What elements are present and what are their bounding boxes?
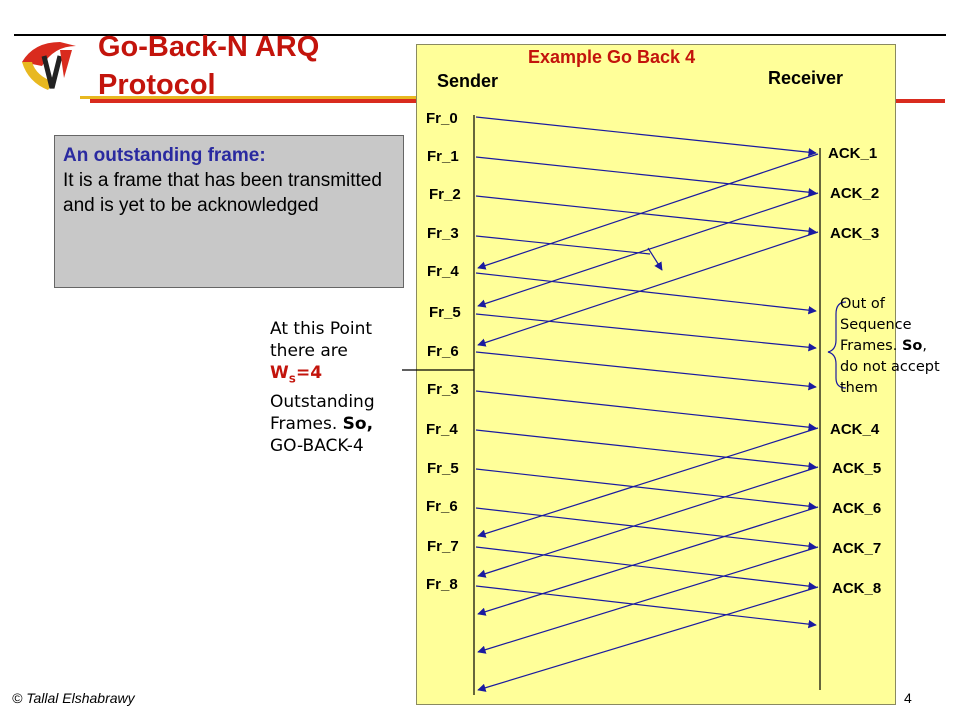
- header-rule-accent-gold: [80, 96, 420, 99]
- note-line-5-b: So,: [342, 414, 374, 435]
- frame-arrow: [475, 507, 817, 551]
- sender-frame-label: Fr_4: [426, 421, 458, 438]
- definition-title: An outstanding frame:: [63, 145, 266, 166]
- frame-arrow: [475, 546, 817, 591]
- receiver-ack-label: ACK_2: [830, 185, 879, 202]
- sender-frame-label: Fr_3: [427, 381, 459, 398]
- ack-arrow: [477, 546, 819, 654]
- sender-frame-label: Fr_6: [427, 343, 459, 360]
- frame-arrow: [475, 116, 817, 157]
- oos-line-3-a: Frames.: [840, 338, 902, 354]
- frame-arrow: [475, 585, 817, 629]
- university-logo-icon: [22, 42, 76, 90]
- sender-frame-label: Fr_3: [427, 225, 459, 242]
- window-size-symbol: W: [270, 363, 289, 383]
- sender-frame-label: Fr_5: [429, 304, 461, 321]
- frame-arrow: [475, 429, 817, 471]
- ack-arrow: [477, 586, 819, 692]
- ack-arrow: [477, 466, 819, 578]
- ack-arrow: [477, 153, 819, 270]
- slide-title-line-1: Go-Back-N ARQ: [98, 31, 320, 63]
- definition-body: It is a frame that has been transmitted …: [63, 170, 382, 216]
- sender-frame-label: Fr_5: [427, 460, 459, 477]
- frame-arrow: [475, 272, 817, 315]
- sender-label: Sender: [437, 71, 498, 91]
- header-rule-top: [14, 34, 946, 36]
- out-of-sequence-brace: [827, 301, 847, 389]
- sender-frame-label: Fr_2: [429, 186, 461, 203]
- sender-frame-label: Fr_7: [427, 538, 459, 555]
- ack-arrow: [477, 231, 819, 347]
- receiver-ack-label: ACK_3: [830, 225, 879, 242]
- ack-arrow: [477, 427, 819, 538]
- oos-line-2: Sequence: [840, 317, 912, 333]
- sender-frame-label: Fr_6: [426, 498, 458, 515]
- sender-frame-label: Fr_8: [426, 576, 458, 593]
- note-line-4: Outstanding: [270, 392, 375, 413]
- oos-line-3: Frames. So,: [840, 336, 940, 357]
- oos-line-3-b: So: [901, 338, 923, 354]
- window-size-line: WS=4: [270, 362, 375, 391]
- ack-arrow: [477, 506, 819, 616]
- note-line-5-a: Frames.: [270, 414, 343, 435]
- frame-arrow: [475, 195, 817, 236]
- oos-line-5: them: [840, 380, 878, 396]
- receiver-ack-label: ACK_5: [832, 460, 881, 477]
- receiver-ack-label: ACK_1: [828, 145, 877, 162]
- note-line-5: Frames. So,: [270, 413, 375, 435]
- page-number: 4: [904, 690, 912, 706]
- sender-frame-label: Fr_1: [427, 148, 459, 165]
- oos-line-3-c: ,: [922, 338, 927, 354]
- frame-arrow: [475, 156, 817, 197]
- note-pointer: [402, 369, 474, 371]
- receiver-label: Receiver: [768, 68, 843, 88]
- sender-frame-label: Fr_4: [427, 263, 459, 280]
- receiver-ack-label: ACK_6: [832, 500, 881, 517]
- window-size-value: =4: [295, 363, 323, 383]
- oos-line-4: do not accept: [840, 359, 940, 375]
- note-line-2: there are: [270, 341, 348, 361]
- diagram-title: Example Go Back 4: [528, 47, 695, 67]
- note-line-1: At this Point: [270, 319, 373, 339]
- window-size-subscript: S: [288, 374, 296, 386]
- frame-arrow: [475, 351, 817, 391]
- out-of-sequence-note: Out of Sequence Frames. So, do not accep…: [840, 294, 940, 399]
- slide-title: Go-Back-N ARQ Protocol: [98, 28, 319, 104]
- outstanding-frames-note: At this Point there are WS=4 Outstanding…: [270, 318, 375, 457]
- note-line-6: GO-BACK-4: [270, 436, 364, 457]
- sender-frame-label: Fr_0: [426, 110, 458, 127]
- lost-frame-arrow-tail: [647, 247, 663, 271]
- oos-line-1: Out of: [840, 296, 885, 312]
- frame-arrow: [475, 390, 817, 432]
- receiver-ack-label: ACK_8: [832, 580, 881, 597]
- frame-arrow: [475, 313, 817, 352]
- receiver-ack-label: ACK_7: [832, 540, 881, 557]
- ack-arrow: [477, 192, 819, 308]
- receiver-ack-label: ACK_4: [830, 421, 880, 438]
- lost-frame-arrow: [475, 235, 651, 255]
- definition-box: An outstanding frame: It is a frame that…: [54, 135, 404, 288]
- footer-author: © Tallal Elshabrawy: [12, 690, 135, 706]
- frame-arrow: [475, 468, 817, 511]
- slide-title-line-2: Protocol: [98, 69, 216, 101]
